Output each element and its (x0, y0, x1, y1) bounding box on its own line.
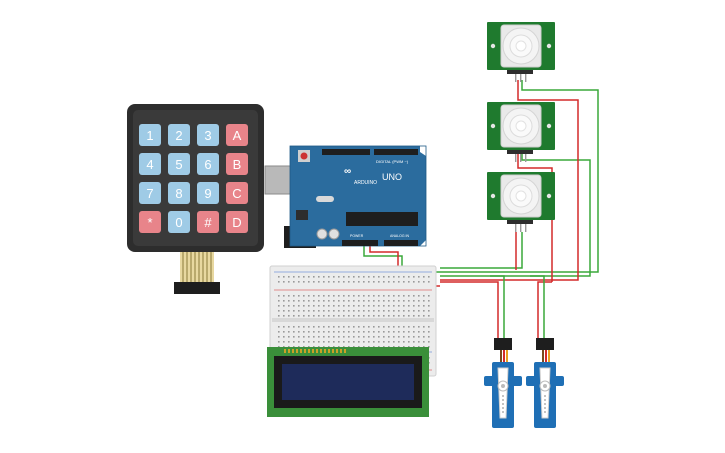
breadboard-channel (272, 318, 434, 322)
usb-chip (296, 210, 308, 220)
keypad-key-label: C (232, 186, 241, 201)
wire-servo1-power (440, 281, 499, 340)
keypad-key-label: * (147, 215, 152, 230)
servo-motor-2 (526, 338, 564, 428)
lcd-pins (284, 349, 346, 353)
keypad-key-7[interactable]: 7 (139, 182, 161, 204)
pir-sensors (487, 22, 555, 232)
analog-label: ANALOG IN (390, 234, 410, 238)
arduino-logo: ∞ (344, 166, 351, 177)
servo-motors (484, 338, 564, 428)
keypad-key-1[interactable]: 1 (139, 124, 161, 146)
keypad-key-label: 9 (204, 186, 211, 201)
wire-servo1-signal (490, 275, 505, 340)
digital-label: DIGITAL (PWM ~) (376, 159, 409, 164)
wire-pir3-signal (440, 232, 523, 269)
pir-sensor-1 (487, 22, 555, 82)
keypad-key-4[interactable]: 4 (139, 153, 161, 175)
keypad-key-9[interactable]: 9 (197, 182, 219, 204)
wire-pir2-power (517, 152, 553, 282)
capacitor-1 (316, 228, 328, 240)
lcd-screen (282, 364, 414, 400)
keypad-key-hash[interactable]: # (197, 211, 219, 233)
atmega-chip (346, 212, 418, 226)
wire-pir1-power (440, 80, 579, 281)
wires (270, 80, 599, 340)
keypad-key-D[interactable]: D (226, 211, 248, 233)
pir-sensor-2 (487, 102, 555, 162)
servo-motor-1 (484, 338, 522, 428)
arduino-model: UNO (382, 172, 402, 182)
keypad-keys: 1 2 3 A 4 5 6 B 7 8 9 C * 0 # D (139, 124, 248, 233)
keypad-key-label: B (233, 157, 242, 172)
crystal (316, 196, 334, 202)
wire-servo2-power (537, 281, 552, 340)
keypad-key-B[interactable]: B (226, 153, 248, 175)
keypad-key-A[interactable]: A (226, 124, 248, 146)
breadboard-holes (278, 276, 430, 364)
keypad-key-label: 5 (175, 157, 182, 172)
keypad-key-8[interactable]: 8 (168, 182, 190, 204)
keypad-key-label: 0 (175, 215, 182, 230)
keypad-key-star[interactable]: * (139, 211, 161, 233)
digital-header-2 (374, 149, 418, 155)
keypad-key-label: A (233, 128, 242, 143)
keypad-key-label: # (204, 215, 212, 230)
keypad-key-5[interactable]: 5 (168, 153, 190, 175)
keypad-connector (174, 282, 220, 294)
servo-horn[interactable] (497, 367, 509, 419)
power-label: POWER (350, 234, 364, 238)
keypad-key-label: 4 (146, 157, 153, 172)
keypad-key-C[interactable]: C (226, 182, 248, 204)
keypad-key-label: 1 (146, 128, 153, 143)
keypad-key-0[interactable]: 0 (168, 211, 190, 233)
wire-pir1-signal (440, 80, 599, 273)
keypad-key-label: 6 (204, 157, 211, 172)
keypad-key-label: 8 (175, 186, 182, 201)
arduino-board: DIGITAL (PWM ~) ∞ ARDUINO UNO POWER ANAL… (264, 145, 427, 248)
keypad-key-6[interactable]: 6 (197, 153, 219, 175)
keypad-ribbon (174, 252, 220, 294)
keypad-key-label: 2 (175, 128, 182, 143)
keypad-key-2[interactable]: 2 (168, 124, 190, 146)
keypad-key-label: 7 (146, 186, 153, 201)
capacitor-2 (328, 228, 340, 240)
lcd-display (267, 347, 429, 417)
keypad-key-label: D (232, 215, 241, 230)
arduino-brand: ARDUINO (354, 180, 377, 186)
analog-header (384, 240, 418, 246)
digital-header-1 (322, 149, 370, 155)
keypad-key-3[interactable]: 3 (197, 124, 219, 146)
keypad-key-label: 3 (204, 128, 211, 143)
power-header (342, 240, 378, 246)
keypad: 1 2 3 A 4 5 6 B 7 8 9 C * 0 # D (127, 104, 264, 294)
servo-horn[interactable] (539, 367, 551, 419)
wire-servo2-signal (530, 275, 545, 340)
pir-sensor-3 (487, 172, 555, 232)
